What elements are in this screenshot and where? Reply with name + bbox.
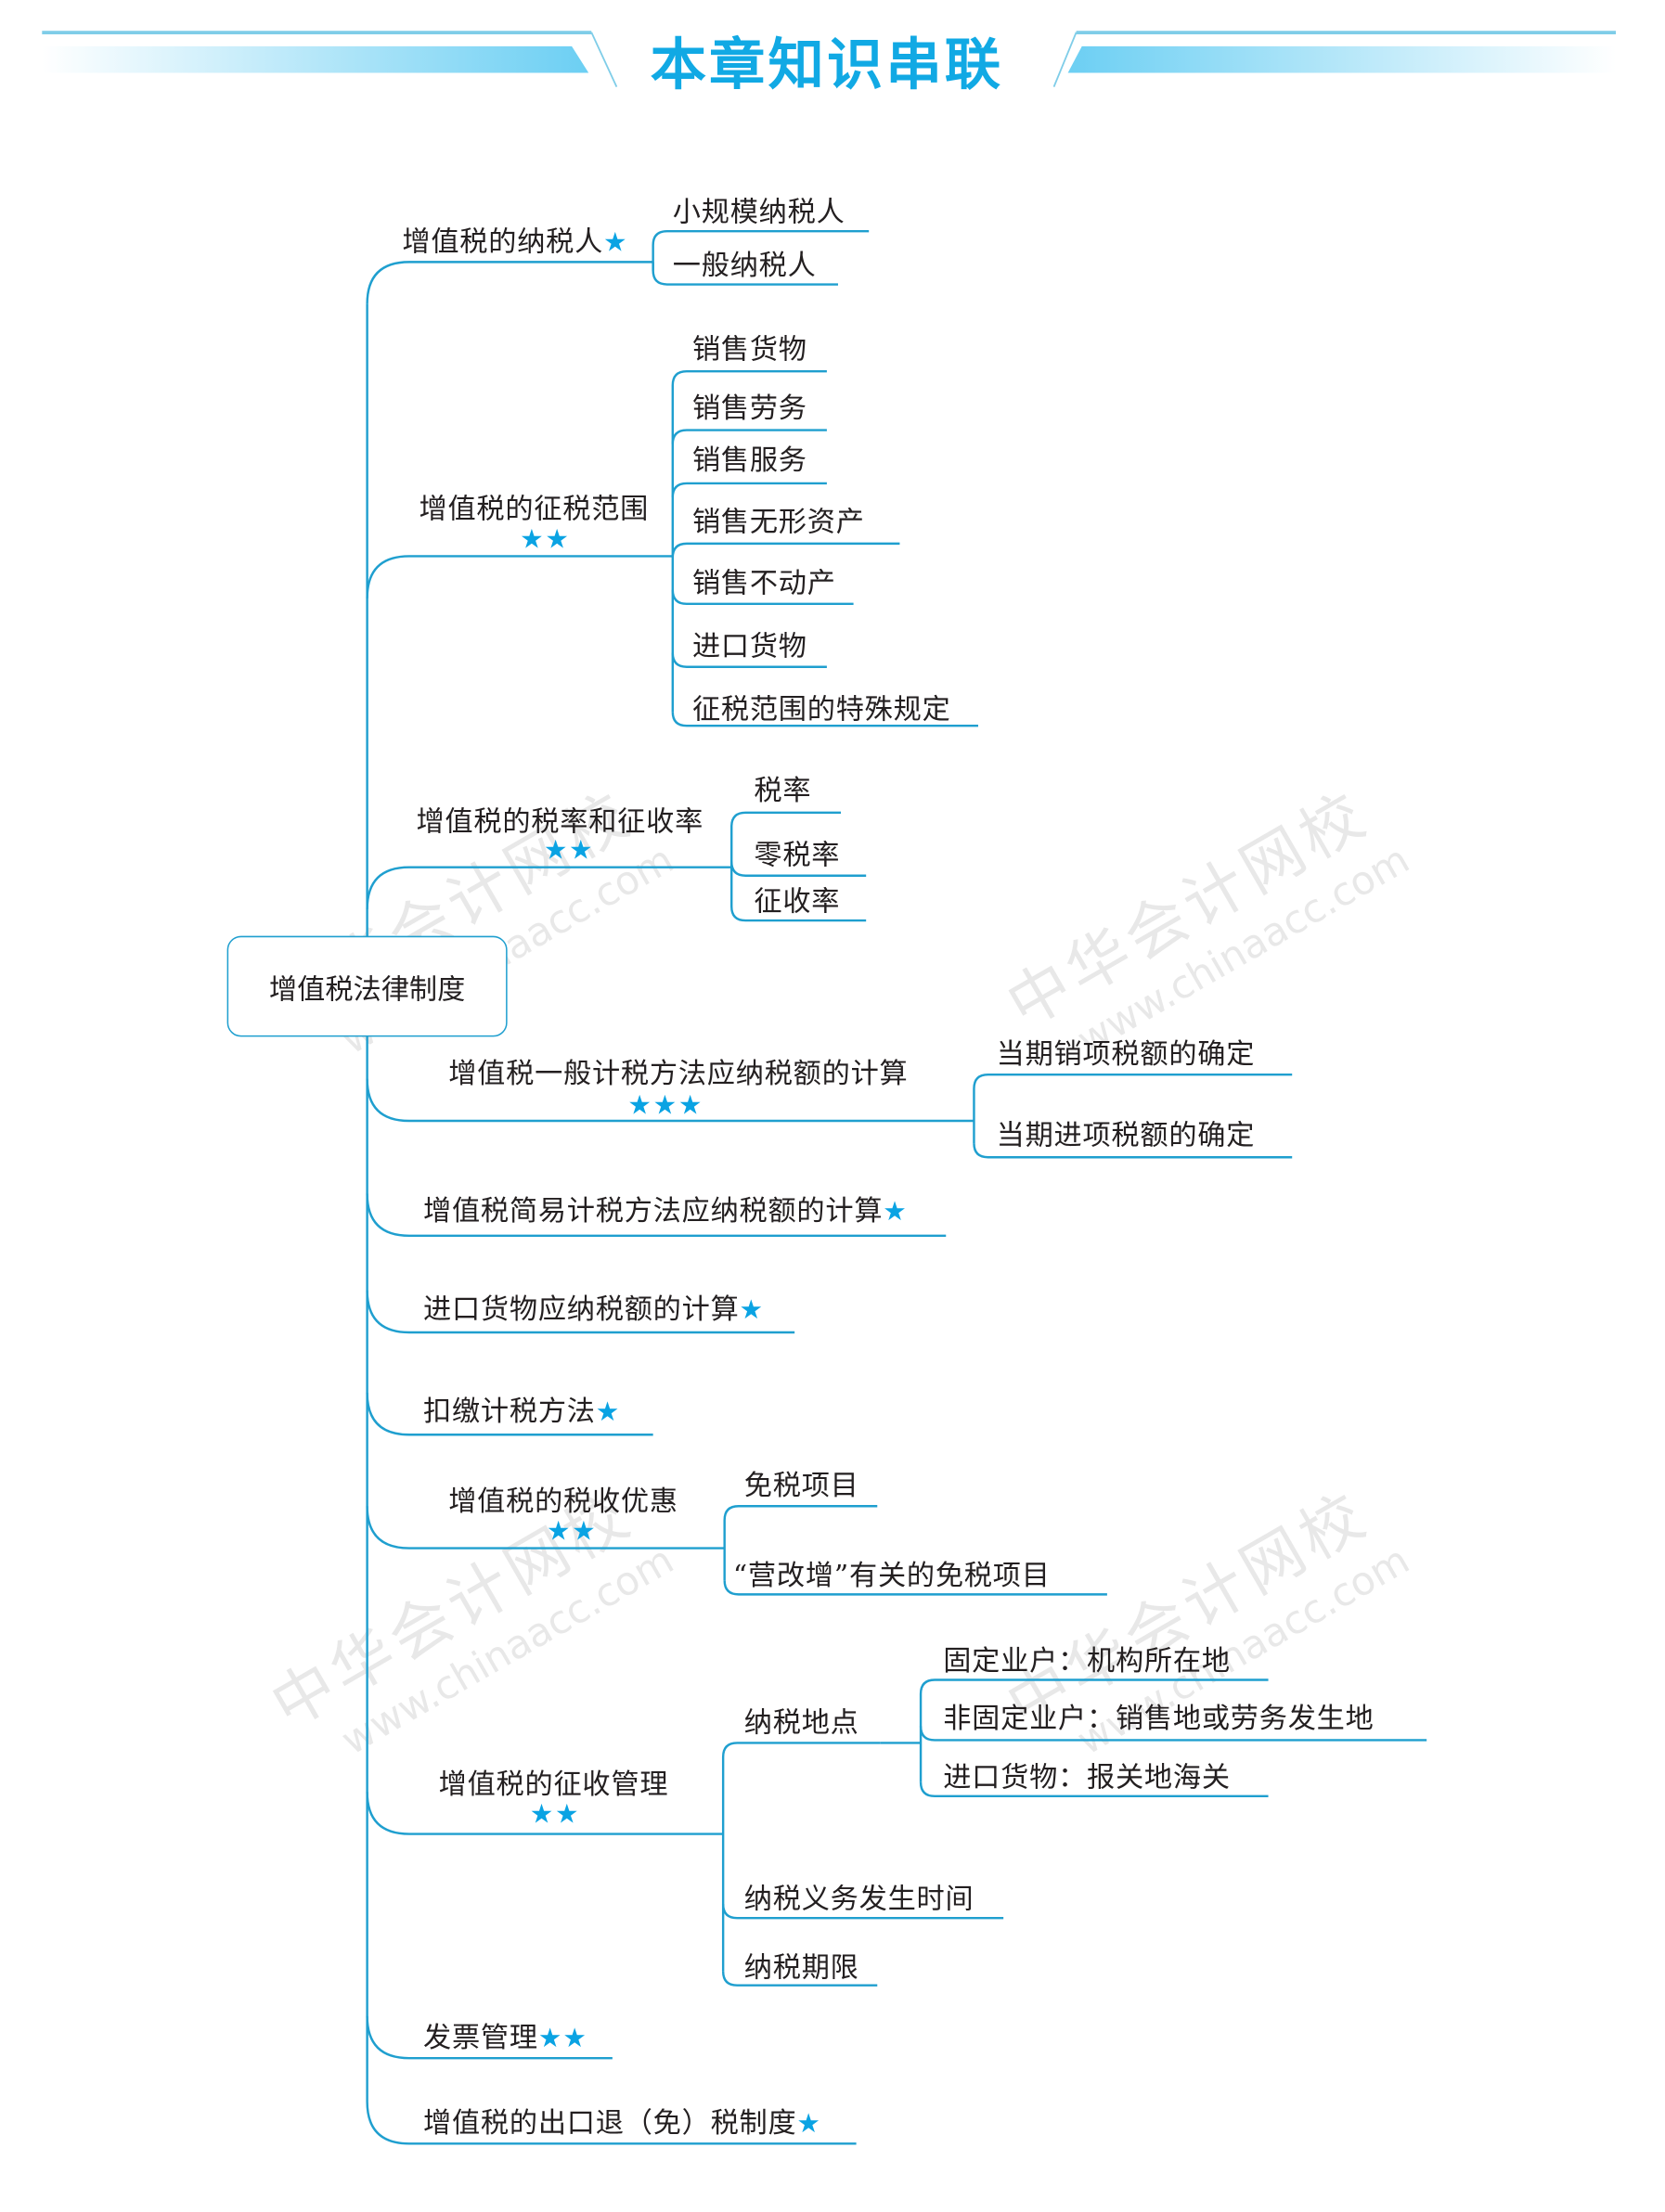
leaf-node[interactable]: 当期销项税额的确定 [996,1036,1256,1071]
star-icon: ★★ [520,523,571,555]
leaf-node[interactable]: 当期进项税额的确定 [996,1117,1256,1152]
page-title: 本章知识串联 [650,33,1004,98]
leaf-node[interactable]: “营改增”有关的免税项目 [732,1558,1051,1592]
star-icon: ★★ [537,2023,587,2054]
star-icon: ★ [796,2108,821,2140]
leaf-node[interactable]: 征税范围的特殊规定 [691,691,951,727]
leaf-node[interactable]: 零税率 [754,837,841,872]
node-label: 增值税的出口退（免）税制度 [423,2105,797,2140]
star-icon: ★★ [529,1798,581,1831]
root-label: 增值税法律制度 [268,971,466,1006]
branch-node[interactable]: 增值税简易计税方法应纳税额的计算★ [423,1194,908,1229]
branch-node[interactable]: 增值税的税收优惠 [448,1484,678,1518]
root-node[interactable]: 增值税法律制度 [226,935,508,1037]
leaf-node[interactable]: 免税项目 [743,1468,859,1502]
star-icon: ★★ [543,834,595,867]
sub-branch-node[interactable]: 纳税地点 [743,1704,859,1739]
star-icon: ★★ [546,1515,598,1548]
branch-node[interactable]: 增值税的出口退（免）税制度★ [423,2106,821,2141]
leaf-node[interactable]: 销售货物 [691,331,807,367]
leaf-node[interactable]: 非固定业户：销售地或劳务发生地 [943,1701,1375,1735]
leaf-node[interactable]: 纳税义务发生时间 [743,1881,974,1916]
star-icon: ★ [739,1294,765,1326]
leaf-node[interactable]: 进口货物：报关地海关 [943,1759,1231,1794]
star-icon: ★ [595,1396,621,1428]
leaf-node[interactable]: 纳税期限 [743,1949,859,1985]
leaf-node[interactable]: 税率 [754,773,812,807]
branch-node[interactable]: 增值税的征收管理 [438,1767,669,1801]
leaf-node[interactable]: 销售无形资产 [691,504,865,538]
branch-node[interactable]: 发票管理★★ [423,2020,587,2055]
branch-node[interactable]: 进口货物应纳税额的计算★ [423,1292,764,1327]
star-icon: ★ [883,1196,908,1228]
leaf-node[interactable]: 销售劳务 [691,391,807,425]
leaf-node[interactable]: 一般纳税人 [672,248,817,282]
leaf-node[interactable]: 征收率 [754,883,841,919]
branch-node[interactable]: 扣缴计税方法★ [423,1394,620,1429]
leaf-node[interactable]: 销售服务 [691,443,807,477]
star-icon: ★★★ [627,1089,704,1121]
leaf-node[interactable]: 小规模纳税人 [672,194,845,229]
leaf-node[interactable]: 销售不动产 [691,566,836,600]
branch-node[interactable]: 增值税的纳税人★ [402,225,627,260]
branch-node[interactable]: 增值税的税率和征收率 [416,804,704,838]
node-label: 进口货物应纳税额的计算 [423,1292,740,1326]
branch-node[interactable]: 增值税的征税范围 [419,492,650,526]
leaf-node[interactable]: 进口货物 [691,628,807,663]
leaf-node[interactable]: 固定业户：机构所在地 [943,1643,1231,1678]
node-label: 扣缴计税方法 [423,1394,596,1428]
branch-node[interactable]: 增值税一般计税方法应纳税额的计算 [448,1056,909,1090]
node-label: 增值税简易计税方法应纳税额的计算 [423,1193,884,1228]
node-label: 发票管理 [423,2020,538,2054]
node-label: 增值税的纳税人 [402,224,604,258]
star-icon: ★ [603,226,628,258]
